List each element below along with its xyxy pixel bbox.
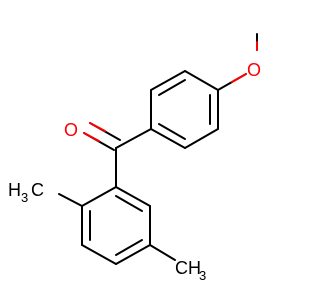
oxygen-bond-highlights [83,41,258,142]
upper-ring-inner-1 [158,79,186,96]
lower-ring-inner-2 [115,239,143,256]
right-methyl-sub-label: 3 [199,268,206,283]
upper-ring-bond-6 [150,128,186,149]
upper-ring-bond-2 [150,70,186,91]
lower-ring-bond-4 [115,244,151,265]
lower-ring-bond-1 [81,186,117,207]
upper-ring-bond-5 [184,128,219,149]
carbonyl-o-highlight-1 [83,132,100,142]
ether-oxygen-label: O [247,60,261,80]
right-methyl-label: CH [175,258,201,278]
bond-carbonyl-upper-ring [115,128,152,149]
bond-layer [58,33,258,265]
lower-ring-bond-6 [115,186,151,207]
bond-right-methyl [149,244,176,261]
left-methyl-h-label: H [8,180,21,200]
lower-ring-inner-3 [115,195,143,212]
carbonyl-oxygen-label: O [64,120,78,140]
molecule-structure: O O H 3 C CH 3 [8,33,261,283]
left-methyl-c-label: C [31,180,44,200]
molecule-canvas: O O H 3 C CH 3 [8,33,262,283]
ether-o-highlight-1 [231,73,247,83]
lower-ring-bond-3 [81,244,117,265]
left-methyl-sub-label: 3 [21,190,28,205]
bond-left-methyl [58,193,83,207]
upper-ring-bond-3 [184,70,219,91]
upper-ring-inner-3 [158,123,186,140]
carbonyl-o-highlight-2 [89,122,106,132]
